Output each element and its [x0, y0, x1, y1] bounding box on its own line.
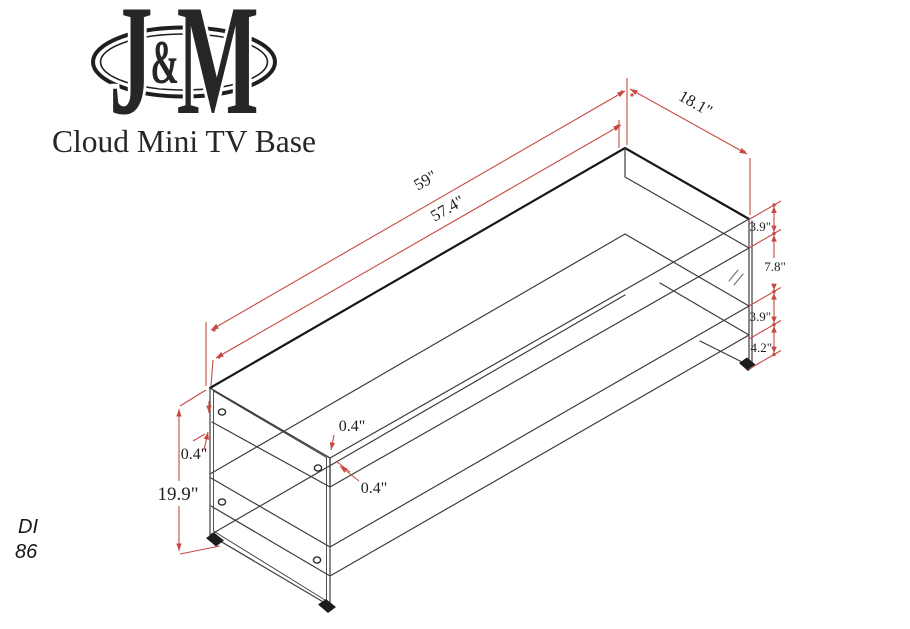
- dim-clearance-label: 4.2": [750, 340, 772, 355]
- logo-letter-j: J: [109, 0, 152, 148]
- foot-pad: [206, 532, 224, 547]
- bolt-hole: [313, 464, 323, 472]
- dim-glass-front-leader: [339, 465, 360, 482]
- logo-ampersand: &: [151, 27, 179, 96]
- bolt-hole: [217, 408, 227, 416]
- dim-depth-line: [629, 88, 748, 155]
- bolt-hole: [312, 556, 322, 564]
- dim-inner-length-line: [215, 124, 622, 359]
- dim-top-board-label: 3.9": [749, 219, 771, 234]
- dim-height-label: 19.9": [157, 484, 198, 505]
- dim-glass-top-leader: [329, 434, 336, 451]
- glass-reflection-icon: [728, 269, 744, 286]
- footer-note-line1: DI: [18, 516, 38, 538]
- right-glass-edges: [699, 220, 753, 368]
- dim-glass-left-label: 0.4": [181, 446, 208, 463]
- dimension-annotations: [176, 78, 782, 555]
- logo-ellipse-inner: [99, 33, 269, 91]
- dimension-labels: 59" 57.4" 18.1" 3.9" 7.8" 3.9" 4.2" 19.9…: [157, 86, 788, 505]
- dim-opening-label: 7.8": [764, 259, 786, 274]
- dim-shelf-label: 3.9": [749, 309, 771, 324]
- dim-glass-front-label: 0.4": [361, 480, 388, 497]
- chain-dots: [212, 90, 776, 359]
- dim-glass-left-arrow-lower: [203, 431, 210, 451]
- logo-ellipse-outer: [91, 25, 277, 99]
- logo-monogram: J&M: [109, 0, 258, 148]
- bolt-hole: [217, 498, 227, 506]
- footer-note: DI 86: [15, 516, 38, 563]
- chain-arrowheads: [771, 206, 777, 354]
- foot-pad: [318, 599, 336, 613]
- left-glass-panel: [206, 386, 336, 613]
- footer-note-line2: 86: [15, 541, 38, 563]
- dim-glass-top-label: 0.4": [339, 418, 366, 435]
- product-title: Cloud Mini TV Base: [52, 124, 316, 159]
